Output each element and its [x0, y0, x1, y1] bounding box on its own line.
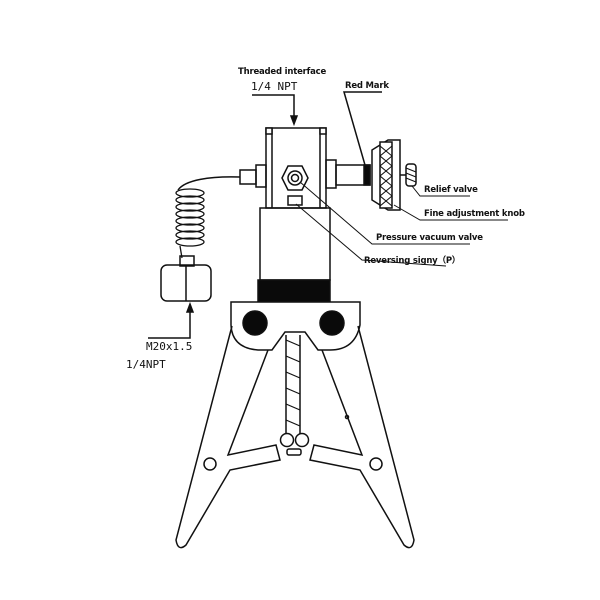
- fitting-leader: [148, 301, 195, 339]
- reversing-sign-label: Reversing signy（P）: [364, 256, 461, 266]
- fine-adjustment-knob-label: Fine adjustment knob: [424, 209, 525, 219]
- reversing-sign-leader: [295, 203, 447, 267]
- adjustment-shaft: [325, 159, 371, 189]
- center-hinge: [279, 432, 310, 456]
- left-leg: [175, 325, 281, 549]
- relief-valve-leader: [411, 185, 470, 197]
- right-leg: [309, 325, 415, 549]
- fitting-thread-label: M20x1.5: [146, 340, 193, 353]
- pump-body: [259, 207, 331, 281]
- threaded-interface-leader: [252, 94, 299, 127]
- threaded-interface-label: Threaded interface: [238, 67, 327, 77]
- body-band: [257, 279, 331, 303]
- pressure-vacuum-valve: [281, 165, 309, 191]
- fine-adjustment-knob: [371, 139, 401, 211]
- relief-valve-label: Relief valve: [424, 185, 478, 195]
- coil-tube: [175, 188, 205, 259]
- relief-valve: [400, 163, 417, 187]
- left-fitting: [177, 164, 267, 191]
- fitting-npt-label: 1/4NPT: [126, 358, 166, 371]
- pressure-vacuum-valve-label: Pressure vacuum valve: [376, 233, 483, 243]
- spindle-screw: [285, 335, 301, 440]
- red-mark-label: Red Mark: [345, 81, 389, 91]
- top-plate: [230, 301, 361, 351]
- knob-leader: [393, 204, 508, 221]
- red-mark-leader: [343, 91, 382, 166]
- pressure-valve-leader: [299, 181, 470, 245]
- threaded-interface-size: 1/4 NPT: [251, 80, 298, 93]
- reversing-sign: [287, 195, 303, 206]
- hex-nut-fitting: [160, 255, 212, 302]
